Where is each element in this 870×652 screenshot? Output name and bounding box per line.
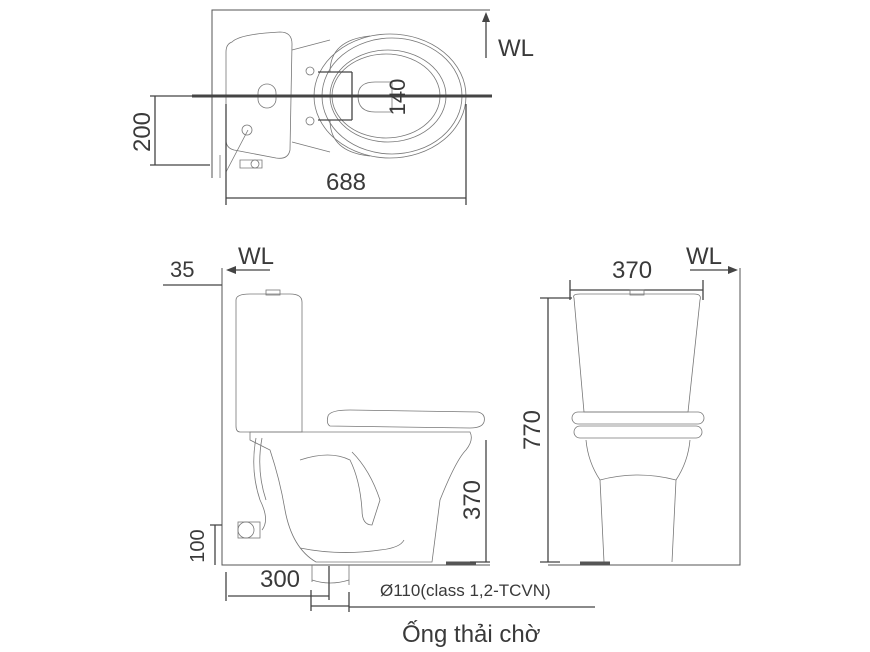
dim-300: 300 [260, 566, 300, 593]
wall-floor [221, 268, 490, 566]
tank-side [235, 293, 303, 433]
wl-label: WL [498, 35, 534, 62]
wall-floor [548, 268, 741, 566]
bowl-front [585, 439, 691, 563]
dim-140: 140 [385, 79, 410, 116]
dim-370-side: 370 [459, 480, 486, 520]
dim-688: 688 [326, 169, 366, 196]
dim-370-front: 370 [612, 257, 652, 284]
side-view: 35 WL 370 100 300 Ø110(class 1,2-TCVN) Ố… [163, 243, 595, 648]
seat-lid-front [571, 411, 705, 425]
seat-lid [326, 409, 485, 429]
pipe-spec-label: Ø110(class 1,2-TCVN) [380, 581, 551, 600]
wl-label: WL [686, 243, 722, 270]
tank-top [225, 31, 293, 159]
dim-35: 35 [170, 257, 194, 282]
tank-front [573, 293, 701, 413]
arrow-head-icon [482, 12, 490, 22]
inlet-hose [253, 437, 267, 531]
dim-100: 100 [187, 529, 209, 562]
dim-770: 770 [519, 410, 546, 450]
wall-outline [211, 9, 490, 178]
dim-200: 200 [129, 112, 156, 152]
pipe-label: Ống thải chờ [402, 620, 541, 648]
bowl-side [249, 431, 472, 563]
top-view: WL 200 688 140 [129, 9, 534, 205]
wl-label: WL [238, 243, 274, 270]
front-view: 370 WL 770 [519, 243, 741, 566]
